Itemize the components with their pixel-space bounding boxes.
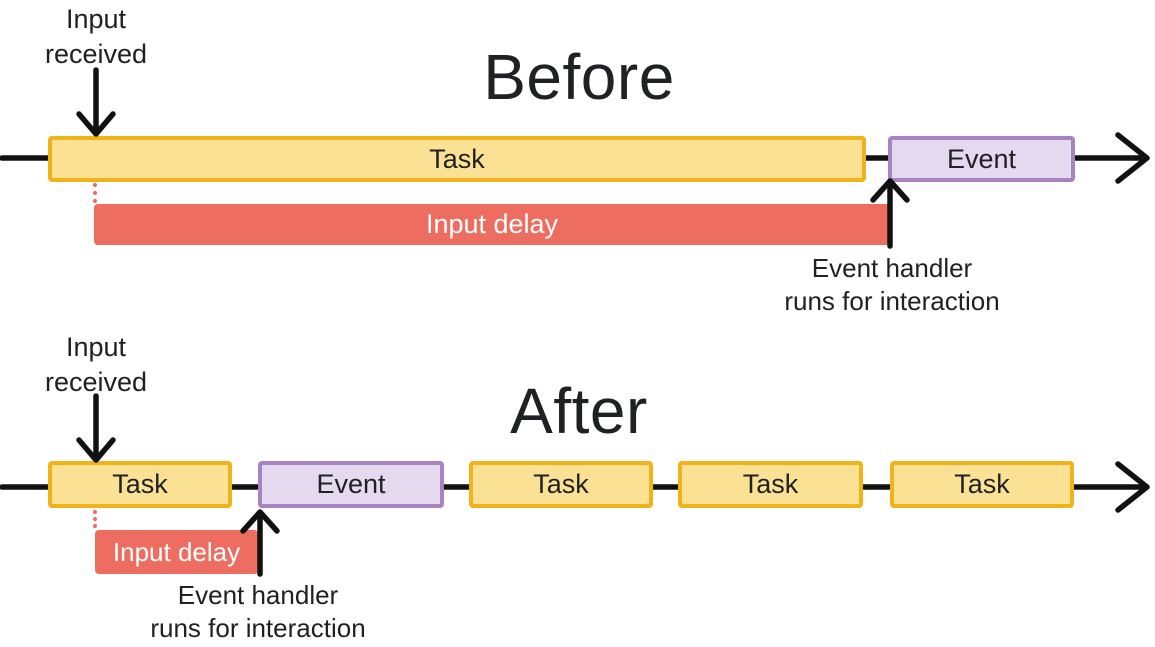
after-input-dotted-line [93, 510, 97, 528]
after-input-delay-bar: Input delay [95, 530, 258, 574]
after-event-handler-label: Event handler runs for interaction [150, 580, 366, 643]
before-event-box: Event [888, 136, 1075, 182]
before-input-received-label: Input received [44, 4, 148, 70]
after-task-label-2: Task [533, 469, 589, 499]
before-input-dotted-line [93, 183, 97, 203]
before-input-delay-label: Input delay [425, 209, 559, 239]
after-task-box-4: Task [890, 461, 1074, 508]
after-event-label: Event [316, 469, 386, 499]
after-event-box: Event [258, 461, 444, 508]
before-event-handler-up-arrow-icon [870, 178, 910, 249]
after-input-down-arrow-icon [76, 393, 116, 463]
after-input-delay-label: Input delay [112, 536, 241, 567]
before-input-down-arrow-icon [76, 67, 116, 137]
after-title: After [510, 375, 648, 447]
after-task-box-1: Task [48, 461, 232, 508]
after-task-label-3: Task [742, 469, 799, 499]
before-title: Before [483, 41, 675, 113]
before-event-handler-label: Event handler runs for interaction [784, 253, 1000, 316]
before-event-label: Event [946, 143, 1017, 174]
after-task-label-4: Task [954, 469, 1010, 499]
after-task-box-3: Task [678, 461, 863, 508]
after-task-box-2: Task [469, 461, 653, 508]
before-task-box: Task [48, 136, 866, 182]
after-task-label-1: Task [112, 469, 168, 499]
before-input-delay-bar: Input delay [94, 204, 890, 245]
after-event-handler-up-arrow-icon [240, 509, 280, 577]
after-input-received-label: Input received [44, 332, 148, 398]
before-task-label: Task [429, 143, 485, 174]
